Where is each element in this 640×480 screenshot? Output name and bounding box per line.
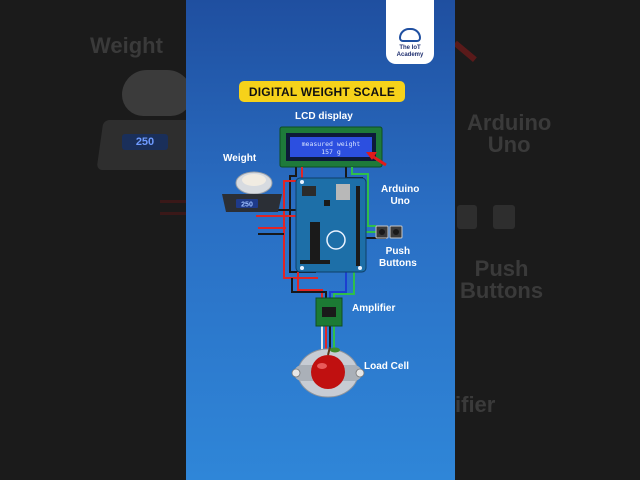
arduino-board bbox=[295, 177, 367, 273]
apple-icon bbox=[311, 355, 345, 389]
bg-push-word: Push Buttons bbox=[460, 256, 544, 303]
page-title: DIGITAL WEIGHT SCALE bbox=[239, 81, 405, 102]
label-load-cell: Load Cell bbox=[364, 361, 410, 372]
bg-arduino-word: Arduino Uno bbox=[467, 110, 552, 157]
amplifier-board bbox=[315, 297, 343, 327]
label-amplifier: Amplifier bbox=[352, 303, 396, 314]
bg-weight-word: Weight bbox=[90, 33, 163, 58]
cloud-icon bbox=[399, 28, 421, 43]
push-buttons bbox=[375, 225, 403, 239]
bg-wire-ends bbox=[160, 200, 186, 218]
background-right: Arduino Uno Push Buttons ifier bbox=[455, 0, 640, 480]
lcd-line-1: measured weight bbox=[302, 140, 361, 148]
load-cell bbox=[291, 346, 365, 398]
logo-text: The IoT Academy bbox=[396, 45, 424, 58]
red-arrow-icon bbox=[366, 152, 387, 167]
scale-display: 250 bbox=[241, 202, 253, 209]
weight-scale-icon: 250 bbox=[222, 171, 282, 212]
wiring-diagram: measured weight 157 g bbox=[222, 126, 403, 398]
label-arduino-uno: Arduino Uno bbox=[381, 184, 420, 207]
iot-academy-logo: The IoT Academy bbox=[386, 0, 434, 64]
background-left: Weight 250 bbox=[0, 0, 186, 480]
lcd-line-2: 157 g bbox=[321, 148, 341, 156]
bg-partial-word: ifier bbox=[455, 392, 496, 417]
label-push-buttons: Push Buttons bbox=[379, 246, 417, 269]
bg-scale-display: 250 bbox=[122, 134, 168, 150]
bg-scale-image: 250 bbox=[96, 70, 186, 180]
bg-red-arrow bbox=[455, 40, 477, 63]
lcd-screen bbox=[290, 137, 372, 157]
label-weight: Weight bbox=[223, 153, 257, 164]
label-lcd-display: LCD display bbox=[295, 111, 353, 122]
bg-push-buttons bbox=[457, 205, 517, 235]
